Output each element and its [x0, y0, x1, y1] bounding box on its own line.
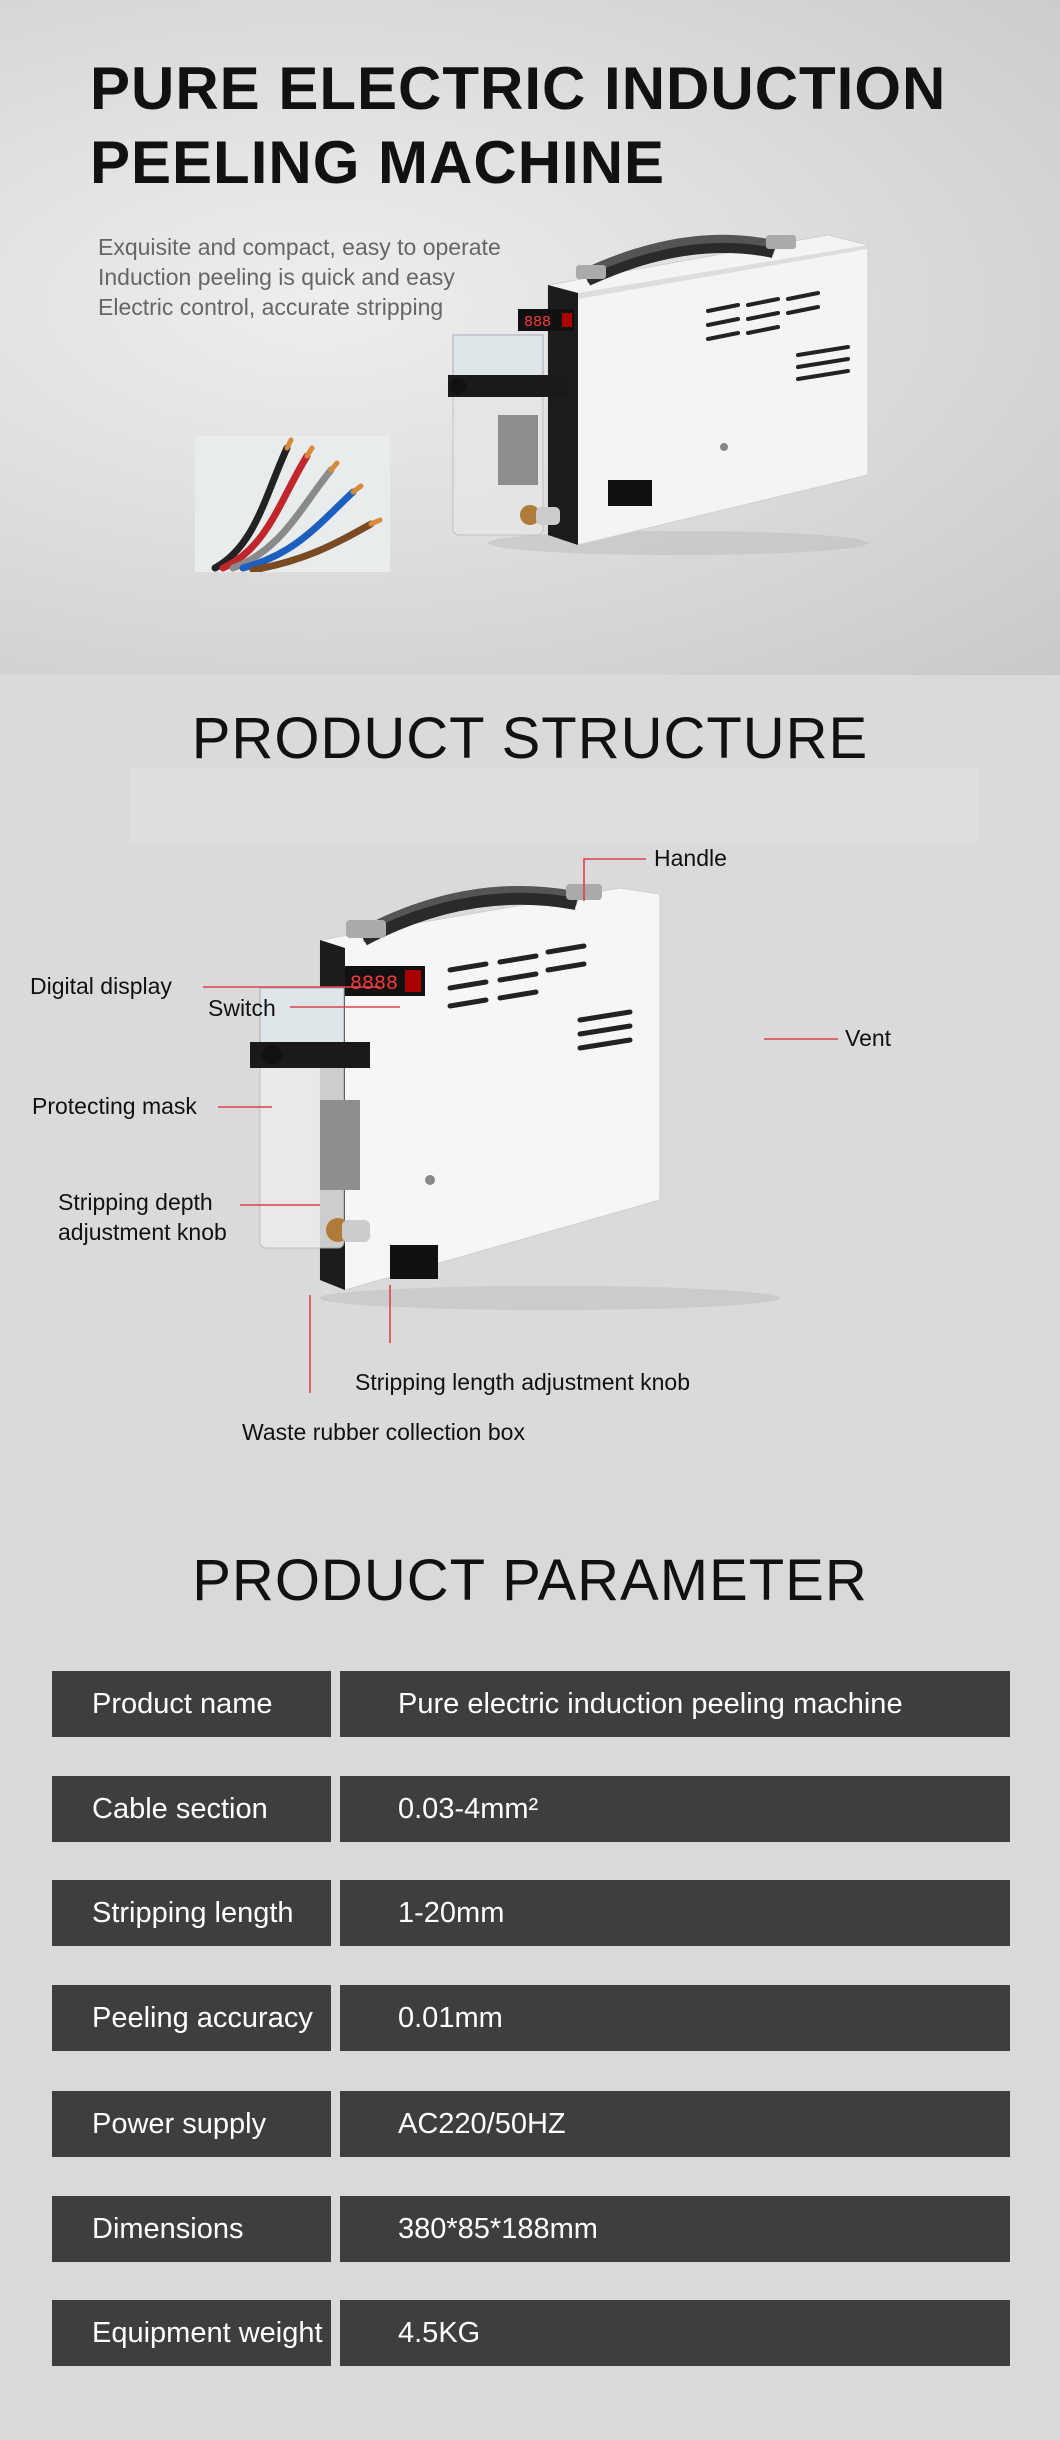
hero-title: PURE ELECTRIC INDUCTION PEELING MACHINE — [90, 52, 990, 200]
parameter-title: PRODUCT PARAMETER — [192, 1548, 868, 1613]
structure-title: PRODUCT STRUCTURE — [191, 706, 869, 771]
table-row: Cable section 0.03-4mm² — [52, 1776, 1010, 1842]
table-row: Dimensions 380*85*188mm — [52, 2196, 1010, 2262]
label-stripping-depth: Stripping depth adjustment knob — [58, 1187, 227, 1247]
param-value: AC220/50HZ — [340, 2091, 1010, 2157]
hero-banner: PURE ELECTRIC INDUCTION PEELING MACHINE … — [0, 0, 1060, 675]
param-key: Power supply — [52, 2091, 331, 2157]
feature-item: Exquisite and compact, easy to operate — [98, 234, 501, 260]
param-value: 0.01mm — [340, 1985, 1010, 2051]
table-row: Equipment weight 4.5KG — [52, 2300, 1010, 2366]
product-structure-section: PRODUCT STRUCTURE 8888 — [0, 675, 1060, 1495]
table-row: Power supply AC220/50HZ — [52, 2091, 1010, 2157]
hero-title-line1: PURE ELECTRIC INDUCTION — [90, 55, 947, 122]
param-value: 0.03-4mm² — [340, 1776, 1010, 1842]
param-value: 380*85*188mm — [340, 2196, 1010, 2262]
param-key: Product name — [52, 1671, 331, 1737]
param-value: Pure electric induction peeling machine — [340, 1671, 1010, 1737]
param-key: Peeling accuracy — [52, 1985, 331, 2051]
cable-photo — [195, 436, 390, 572]
label-stripping-length: Stripping length adjustment knob — [355, 1369, 690, 1395]
svg-text:8888: 8888 — [350, 973, 398, 996]
callout-line-handle — [583, 858, 646, 901]
label-stripping-depth-line2: adjustment knob — [58, 1219, 227, 1245]
label-waste-box: Waste rubber collection box — [242, 1419, 525, 1445]
label-digital-display: Digital display — [30, 973, 172, 999]
product-parameter-section: PRODUCT PARAMETER Product name Pure elec… — [0, 1495, 1060, 2440]
label-handle: Handle — [654, 845, 727, 871]
svg-text:888: 888 — [524, 314, 551, 331]
table-row: Peeling accuracy 0.01mm — [52, 1985, 1010, 2051]
param-key: Stripping length — [52, 1880, 331, 1946]
param-value: 1-20mm — [340, 1880, 1010, 1946]
feature-list: Exquisite and compact, easy to operate I… — [98, 232, 501, 322]
feature-item: Electric control, accurate stripping — [98, 294, 444, 320]
feature-item: Induction peeling is quick and easy — [98, 264, 455, 290]
label-vent: Vent — [845, 1025, 892, 1051]
param-key: Cable section — [52, 1776, 331, 1842]
label-stripping-depth-line1: Stripping depth — [58, 1189, 213, 1215]
machine-illustration: 888 — [448, 234, 869, 555]
param-key: Dimensions — [52, 2196, 331, 2262]
title-band — [130, 767, 978, 843]
label-switch: Switch — [208, 995, 276, 1021]
table-row: Product name Pure electric induction pee… — [52, 1671, 1010, 1737]
label-protecting-mask: Protecting mask — [32, 1093, 197, 1119]
table-row: Stripping length 1-20mm — [52, 1880, 1010, 1946]
callout-lines — [203, 858, 838, 1393]
param-value: 4.5KG — [340, 2300, 1010, 2366]
machine-diagram: 8888 — [250, 884, 780, 1310]
param-key: Equipment weight — [52, 2300, 331, 2366]
hero-title-line2: PEELING MACHINE — [90, 129, 666, 196]
